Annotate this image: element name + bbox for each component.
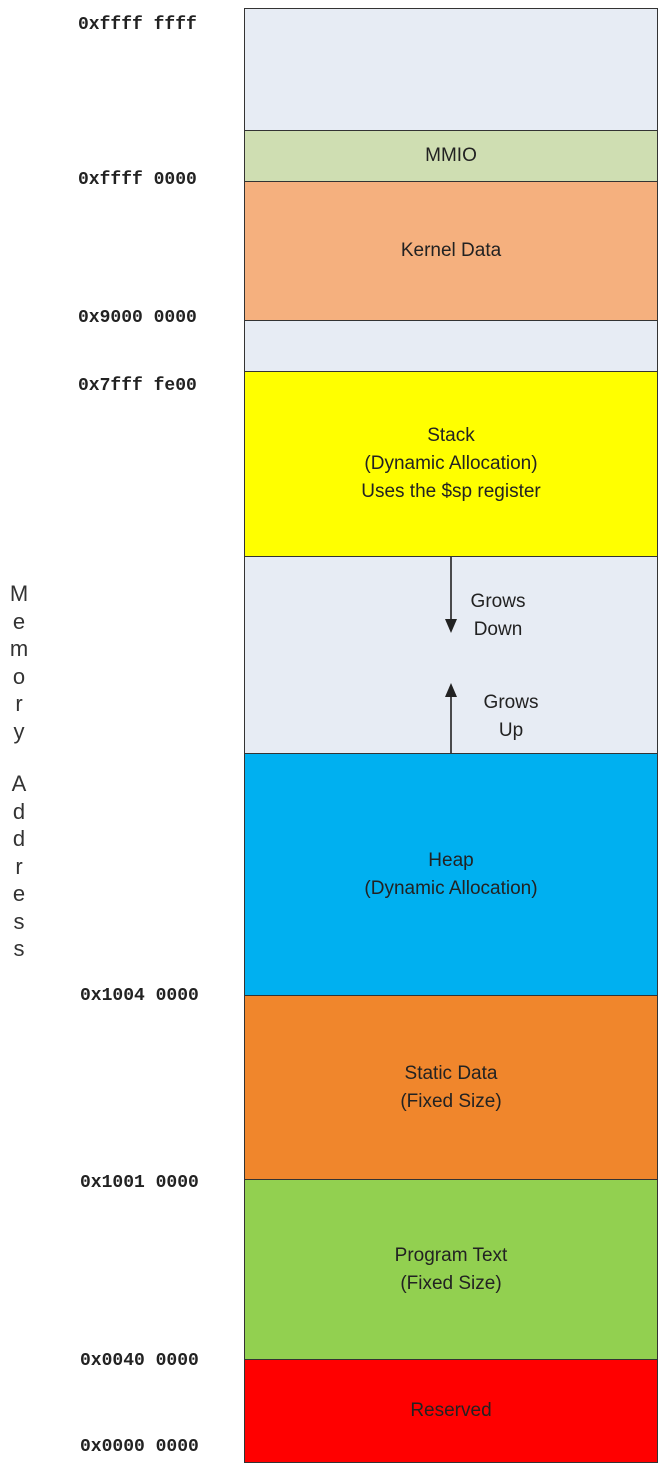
segment-label-line: (Dynamic Allocation) — [364, 453, 538, 474]
axis-letter: y — [13, 718, 25, 744]
segment-label-line: (Fixed Size) — [400, 1272, 502, 1294]
grows-up-label: Grows Up — [466, 689, 556, 745]
segment-static-data: Static Data (Fixed Size) — [244, 995, 658, 1180]
grows-down-arrowhead — [445, 619, 457, 633]
axis-letter: e — [12, 608, 26, 634]
address-10040000: 0x1004 0000 — [80, 986, 199, 1006]
axis-letter: o — [12, 663, 26, 689]
address-ffffffff: 0xffff ffff — [78, 15, 197, 35]
axis-letter: s — [13, 908, 25, 934]
segment-label-line: Stack — [427, 425, 475, 446]
axis-letter: d — [12, 798, 26, 824]
grows-up-line-1: Grows — [483, 692, 539, 713]
segment-label-line: MMIO — [425, 145, 477, 166]
segment-label-line: Uses the $sp register — [361, 481, 541, 502]
segment-stack: Stack (Dynamic Allocation) Uses the $sp re… — [244, 371, 658, 557]
address-90000000: 0x9000 0000 — [78, 308, 197, 328]
grows-down-line-2: Down — [473, 619, 523, 640]
axis-letter: r — [15, 853, 23, 879]
segment-label-line: Heap — [428, 849, 474, 871]
segment-heap: Heap (Dynamic Allocation) — [244, 753, 658, 996]
address-10010000: 0x1001 0000 — [80, 1173, 199, 1193]
axis-letter: e — [12, 881, 26, 906]
address-ffff0000: 0xffff 0000 — [78, 170, 197, 190]
segment-label-line: Program Text — [394, 1244, 508, 1266]
address-00400000: 0x0040 0000 — [80, 1351, 199, 1371]
segment-label-line: (Fixed Size) — [400, 1090, 502, 1112]
grows-down-label: Grows Down — [453, 588, 543, 644]
axis-word-address: A d d r e s s — [12, 770, 27, 963]
grows-up-line-2: Up — [498, 720, 524, 741]
segment-reserved: Reserved — [244, 1359, 658, 1463]
address-7ffffe00: 0x7fff fe00 — [78, 376, 197, 396]
segment-program-text: Program Text (Fixed Size) — [244, 1179, 658, 1360]
grows-down-line-1: Grows — [470, 591, 526, 612]
segment-label-line: Kernel Data — [400, 240, 502, 261]
segment-label-line: (Dynamic Allocation) — [364, 877, 538, 899]
axis-word-memory: M e m o r y — [10, 580, 28, 745]
grows-up-arrowhead — [445, 683, 457, 697]
axis-letter: d — [12, 826, 26, 851]
axis-letter: s — [13, 936, 25, 961]
axis-letter: m — [9, 636, 29, 661]
segment-label-line: Static Data — [404, 1062, 498, 1084]
segment-label-line: Reserved — [410, 1400, 492, 1421]
memory-address-axis-label: M e m o r y A d d r e s s — [4, 580, 34, 963]
axis-letter: A — [11, 771, 27, 796]
address-00000000: 0x0000 0000 — [80, 1437, 199, 1457]
axis-letter: M — [9, 581, 29, 606]
axis-letter: r — [15, 691, 23, 716]
